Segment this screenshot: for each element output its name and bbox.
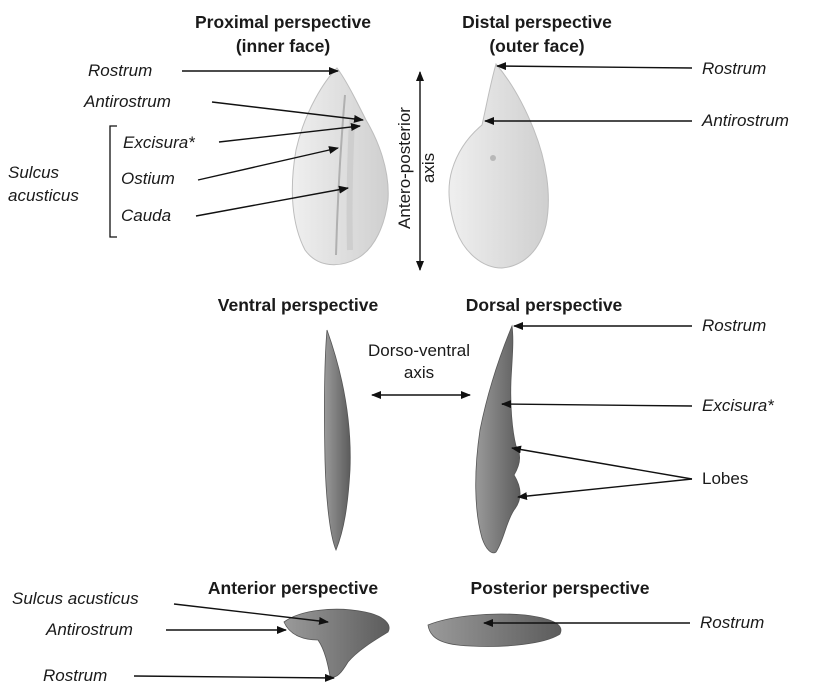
- label-rostrum-posterior: Rostrum: [700, 613, 764, 632]
- label-excisura-proximal: Excisura*: [123, 133, 196, 152]
- otolith-distal-view: [449, 64, 548, 268]
- arrow-rostrum-anterior: [134, 676, 334, 678]
- sulcus-acusticus-bracket: [110, 126, 117, 237]
- label-rostrum-anterior: Rostrum: [43, 666, 107, 685]
- label-antirostrum-distal: Antirostrum: [701, 111, 789, 130]
- label-rostrum-dorsal: Rostrum: [702, 316, 766, 335]
- label-ostium: Ostium: [121, 169, 175, 188]
- arrow-rostrum-distal: [497, 66, 692, 68]
- label-sulcus-acusticus-line2: acusticus: [8, 186, 79, 205]
- label-antirostrum-proximal: Antirostrum: [83, 92, 171, 111]
- otolith-ventral-view: [324, 330, 350, 550]
- heading-dorsal: Dorsal perspective: [466, 295, 623, 315]
- label-rostrum-proximal: Rostrum: [88, 61, 152, 80]
- otolith-dorsal-view: [476, 326, 520, 553]
- otolith-anterior-view: [284, 609, 389, 677]
- heading-posterior: Posterior perspective: [471, 578, 650, 598]
- otolith-proximal-view: [292, 68, 388, 265]
- dorso-ventral-axis-label-line1: Dorso-ventral: [368, 341, 470, 360]
- label-sulcus-acusticus-anterior: Sulcus acusticus: [12, 589, 139, 608]
- label-excisura-dorsal: Excisura*: [702, 396, 775, 415]
- heading-ventral: Ventral perspective: [218, 295, 379, 315]
- label-rostrum-distal: Rostrum: [702, 59, 766, 78]
- otolith-posterior-view: [428, 614, 561, 646]
- arrow-lobes-lower: [518, 479, 692, 497]
- label-sulcus-acusticus-line1: Sulcus: [8, 163, 60, 182]
- heading-proximal-line2: (inner face): [236, 36, 330, 56]
- antero-posterior-axis-label-line2: axis: [419, 153, 438, 183]
- heading-proximal-line1: Proximal perspective: [195, 12, 371, 32]
- dorso-ventral-axis-label-line2: axis: [404, 363, 434, 382]
- arrow-lobes-upper: [512, 448, 692, 479]
- heading-distal-line1: Distal perspective: [462, 12, 612, 32]
- heading-anterior: Anterior perspective: [208, 578, 378, 598]
- label-cauda: Cauda: [121, 206, 171, 225]
- heading-distal-line2: (outer face): [489, 36, 584, 56]
- label-lobes: Lobes: [702, 469, 748, 488]
- label-antirostrum-anterior: Antirostrum: [45, 620, 133, 639]
- antero-posterior-axis-label-line1: Antero-posterior: [395, 107, 414, 229]
- arrow-excisura-dorsal: [502, 404, 692, 406]
